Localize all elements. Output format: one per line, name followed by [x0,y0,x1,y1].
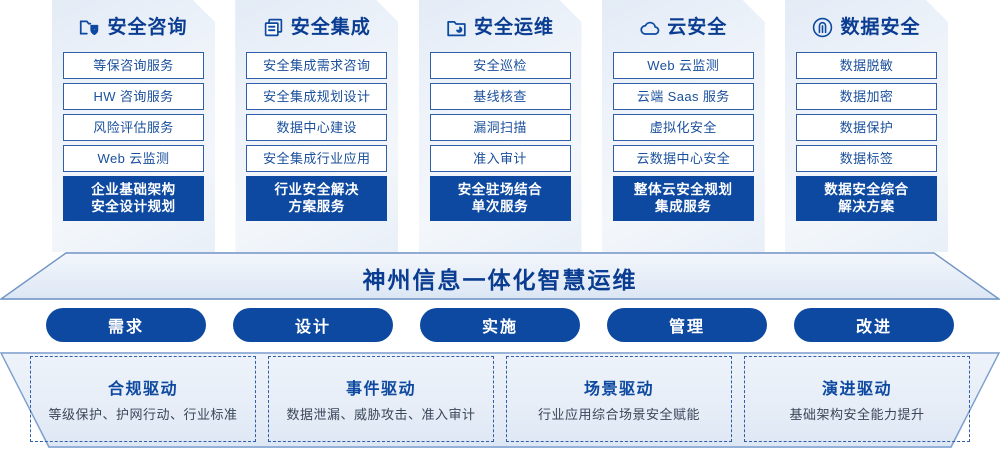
pillar-item[interactable]: 云数据中心安全 [613,145,754,172]
phase-pill-implementation[interactable]: 实施 [420,308,580,342]
phase-pill-requirements[interactable]: 需求 [46,308,206,342]
pillar-card-header: 云安全 [613,8,754,46]
folder-shield-icon [79,17,100,38]
pillar-title: 安全集成 [290,16,371,38]
cloud-icon [639,17,660,38]
pillar-item[interactable]: 云端 Saas 服务 [613,83,754,110]
driver-subtitle: 基础架构安全能力提升 [789,407,925,422]
pillar-summary[interactable]: 整体云安全规划 集成服务 [613,176,754,221]
pillar-summary[interactable]: 企业基础架构 安全设计规划 [63,176,204,221]
pillar-item[interactable]: 风险评估服务 [63,114,204,141]
pillar-title: 云安全 [667,16,728,38]
pillar-item[interactable]: 数据中心建设 [246,114,387,141]
pillar-card-header: 数据安全 [796,8,937,46]
pillar-title: 安全运维 [473,16,554,38]
pillar-item[interactable]: 漏洞扫描 [430,114,571,141]
folder-chart-icon [446,17,467,38]
pillar-item[interactable]: 安全集成需求咨询 [246,52,387,79]
pillar-item[interactable]: 数据加密 [796,83,937,110]
fingerprint-icon [812,17,833,38]
pillar-card-security-consulting[interactable]: 安全咨询 等保咨询服务 HW 咨询服务 风险评估服务 Web 云监测 企业基础架… [52,0,215,252]
pillar-item[interactable]: 安全集成行业应用 [246,145,387,172]
pillar-item[interactable]: 等保咨询服务 [63,52,204,79]
pillar-title: 数据安全 [840,16,921,38]
phase-pill-row: 需求 设计 实施 管理 改进 [0,308,1000,346]
platform-banner-title: 神州信息一体化智慧运维 [362,267,638,293]
pillar-summary-line: 安全设计规划 [91,199,176,214]
pillar-item[interactable]: Web 云监测 [63,145,204,172]
pillar-summary[interactable]: 行业安全解决 方案服务 [246,176,387,221]
pillar-item[interactable]: 安全巡检 [430,52,571,79]
pillar-summary-line: 单次服务 [471,199,529,214]
driver-title: 事件驱动 [345,381,416,398]
pillar-card-cloud-security[interactable]: 云安全 Web 云监测 云端 Saas 服务 虚拟化安全 云数据中心安全 整体云… [602,0,765,252]
pillar-summary-line: 方案服务 [288,199,345,214]
pillar-item[interactable]: Web 云监测 [613,52,754,79]
driver-scenario[interactable]: 场景驱动 行业应用综合场景安全赋能 [506,356,732,442]
pillar-item[interactable]: 数据保护 [796,114,937,141]
drivers-row: 合规驱动 等级保护、护网行动、行业标准 事件驱动 数据泄漏、威胁攻击、准入审计 … [0,356,1000,442]
pillar-summary-line: 解决方案 [838,199,895,214]
phase-pill-management[interactable]: 管理 [607,308,767,342]
pillar-item[interactable]: 数据标签 [796,145,937,172]
pillar-card-data-security[interactable]: 数据安全 数据脱敏 数据加密 数据保护 数据标签 数据安全综合 解决方案 [785,0,948,252]
pillar-item[interactable]: HW 咨询服务 [63,83,204,110]
driver-subtitle: 行业应用综合场景安全赋能 [537,407,700,422]
pillar-summary-line: 企业基础架构 [91,182,176,197]
pillar-item[interactable]: 数据脱敏 [796,52,937,79]
driver-compliance[interactable]: 合规驱动 等级保护、护网行动、行业标准 [30,356,256,442]
pillar-item[interactable]: 基线核查 [430,83,571,110]
pillar-cards-row: 安全咨询 等保咨询服务 HW 咨询服务 风险评估服务 Web 云监测 企业基础架… [0,0,1000,252]
pillar-card-header: 安全运维 [430,8,571,46]
driver-title: 演进驱动 [821,381,892,398]
stacked-documents-icon [263,17,284,38]
pillar-card-security-operations[interactable]: 安全运维 安全巡检 基线核查 漏洞扫描 准入审计 安全驻场结合 单次服务 [419,0,582,252]
pillar-summary-line: 行业安全解决 [274,182,360,197]
driver-subtitle: 等级保护、护网行动、行业标准 [48,407,238,422]
pillar-summary-line: 数据安全综合 [824,182,909,197]
platform-banner: 神州信息一体化智慧运维 [0,252,1000,300]
pillar-item[interactable]: 准入审计 [430,145,571,172]
pillar-summary-line: 安全驻场结合 [457,182,543,197]
driver-subtitle: 数据泄漏、威胁攻击、准入审计 [286,407,476,422]
driver-title: 合规驱动 [107,381,178,398]
driver-incident[interactable]: 事件驱动 数据泄漏、威胁攻击、准入审计 [268,356,494,442]
pillar-item[interactable]: 虚拟化安全 [613,114,754,141]
driver-evolution[interactable]: 演进驱动 基础架构安全能力提升 [744,356,970,442]
phase-pill-design[interactable]: 设计 [233,308,393,342]
pillar-title: 安全咨询 [107,16,188,38]
pillar-summary-line: 整体云安全规划 [633,182,733,197]
pillar-card-header: 安全咨询 [63,8,204,46]
pillar-summary-line: 集成服务 [655,199,712,214]
pillar-summary[interactable]: 安全驻场结合 单次服务 [430,176,571,221]
pillar-card-header: 安全集成 [246,8,387,46]
driver-title: 场景驱动 [583,381,654,398]
pillar-card-security-integration[interactable]: 安全集成 安全集成需求咨询 安全集成规划设计 数据中心建设 安全集成行业应用 行… [235,0,398,252]
pillar-summary[interactable]: 数据安全综合 解决方案 [796,176,937,221]
pillar-item[interactable]: 安全集成规划设计 [246,83,387,110]
phase-pill-improvement[interactable]: 改进 [794,308,954,342]
